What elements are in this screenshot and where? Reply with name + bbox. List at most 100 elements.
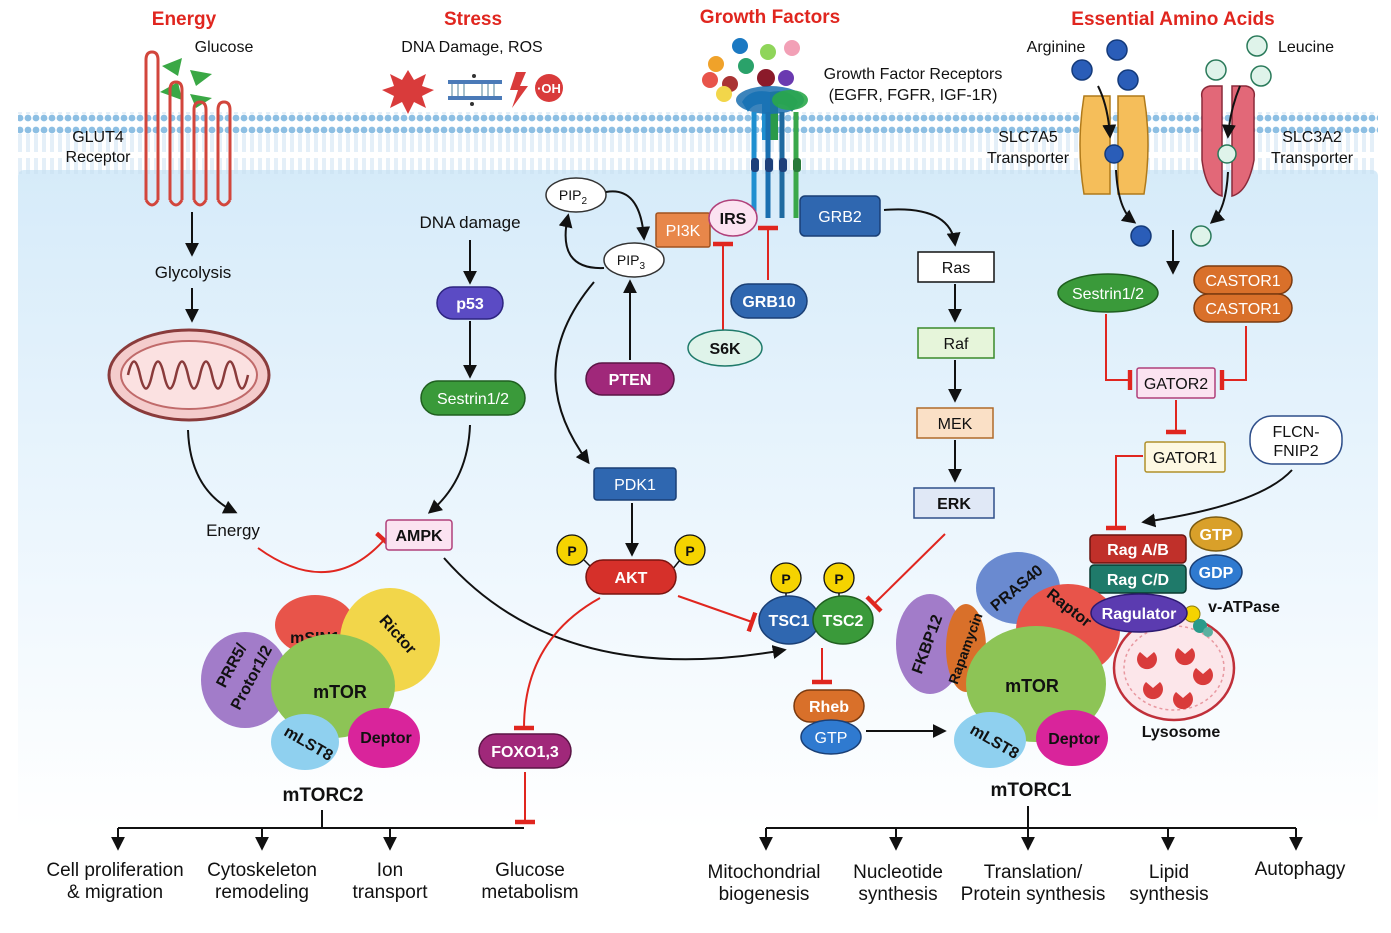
ampk-label: AMPK	[395, 528, 443, 545]
output-cell-proliferation-line2: & migration	[67, 882, 163, 903]
plasma-membrane	[18, 112, 1378, 174]
rag-gtp-node	[1189, 516, 1243, 552]
glut4-label-line1: GLUT4	[72, 129, 124, 146]
leucine-molecules-icon	[1205, 35, 1272, 87]
tsc2-node	[812, 595, 874, 645]
mtorc1-mtor-label: mTOR	[1005, 676, 1059, 696]
glycolysis-label: Glycolysis	[155, 263, 232, 282]
sestrin-right-node	[1057, 273, 1159, 313]
gator1-node	[1144, 441, 1226, 473]
slc7a5-label-line1: SLC7A5	[998, 129, 1058, 146]
slc3a2-label-line1: SLC3A2	[1282, 129, 1342, 146]
slc7a5-transporter-icon	[1079, 95, 1149, 195]
output-glucose-metabolism-line1: Glucose	[495, 860, 565, 881]
akt-phospho-right-label: P	[685, 543, 694, 559]
tsc2-label: TSC2	[823, 613, 864, 630]
grb2-label: GRB2	[818, 209, 862, 226]
mtorc1-fkbp12: FKBP12	[896, 594, 964, 694]
stress-burst-icon	[382, 70, 434, 114]
header-amino-acids: Essential Amino Acids	[1071, 9, 1274, 30]
tsc1-phospho-label: P	[781, 571, 790, 587]
output-autophagy-label: Autophagy	[1255, 859, 1346, 880]
leucine-label: Leucine	[1278, 39, 1334, 56]
rag-ab-label: Rag A/B	[1107, 542, 1169, 559]
sestrin-left-label: Sestrin1/2	[437, 391, 509, 408]
mtorc1-complex: PRAS40 Raptor FKBP12 Rapamycin mTOR mLST…	[896, 552, 1120, 801]
foxo-node	[478, 733, 572, 769]
foxo-label: FOXO1,3	[491, 744, 559, 761]
inhibit-akt-tsc	[677, 595, 758, 633]
output-mito-biogenesis-line2: biogenesis	[719, 884, 810, 905]
ras-label: Ras	[942, 260, 970, 277]
dna-ros-label: DNA Damage, ROS	[401, 39, 542, 56]
pdk1-node	[593, 467, 677, 501]
inhibit-gator1-rag	[1106, 455, 1143, 531]
dna-strand-icon	[448, 74, 502, 106]
sestrin-right-label: Sestrin1/2	[1072, 286, 1144, 303]
mitochondrion-icon	[107, 328, 271, 422]
raf-label: Raf	[944, 336, 969, 353]
pi3k-node	[655, 212, 711, 248]
akt-label: AKT	[615, 570, 648, 587]
arrow-grb2-ras	[883, 208, 961, 247]
inhibit-erk-tsc	[865, 533, 946, 613]
tsc2-phospho	[823, 562, 855, 594]
tsc1-label: TSC1	[769, 613, 810, 630]
akt-node	[585, 559, 677, 595]
gator1-label: GATOR1	[1153, 450, 1217, 467]
rag-gdp-node	[1189, 554, 1243, 590]
pip3-label: PIP3	[617, 252, 646, 272]
arrow-pip3-pdk1	[554, 281, 595, 465]
hydroxyl-radical-label: ·OH	[537, 81, 561, 96]
pten-label: PTEN	[609, 372, 652, 389]
arrow-mitochondrion-energy	[187, 429, 238, 514]
flcn-fnip2-node	[1249, 415, 1343, 465]
output-cell-proliferation-line1: Cell proliferation	[46, 860, 183, 881]
mtorc2-mlst8: mLST8	[271, 714, 339, 770]
leucine-inside-icon	[1190, 225, 1212, 247]
tsc2-phospho-label: P	[834, 571, 843, 587]
sestrin-left-node	[420, 380, 526, 416]
inhibit-castor-gator2	[1219, 326, 1247, 390]
gator2-node	[1136, 367, 1216, 399]
gfr-label-line2: (EGFR, FGFR, IGF-1R)	[829, 87, 998, 104]
mek-node	[916, 407, 994, 439]
gator2-label: GATOR2	[1144, 376, 1208, 393]
pip2-label: PIP2	[559, 187, 588, 207]
p53-node	[436, 286, 504, 320]
mtorc2-deptor: Deptor	[348, 708, 420, 768]
header-stress: Stress	[444, 9, 502, 30]
arrow-leucine-slc3a2	[1221, 85, 1241, 139]
arrow-sestrin-ampk	[427, 424, 471, 514]
ragulator-node	[1090, 593, 1188, 633]
glucose-molecules-icon	[160, 58, 212, 108]
glut4-label-line2: Receptor	[66, 149, 132, 166]
mtorc2-title: mTORC2	[283, 785, 364, 806]
lysosome-icon	[1112, 614, 1236, 722]
output-ion-transport-line1: Ion	[377, 860, 403, 881]
header-energy: Energy	[152, 9, 217, 30]
akt-phospho-left-label: P	[567, 543, 576, 559]
dna-damage-label: DNA damage	[419, 213, 520, 232]
tsc1-phospho	[770, 562, 802, 594]
castor-bottom-label: CASTOR1	[1205, 301, 1280, 318]
arrow-flcn-rag	[1141, 469, 1293, 528]
lightning-icon	[510, 72, 528, 108]
irs-node	[708, 199, 758, 237]
erk-node	[913, 487, 995, 519]
glucose-label: Glucose	[195, 39, 254, 56]
slc3a2-label-line2: Transporter	[1271, 150, 1354, 167]
rag-cd-node	[1089, 564, 1187, 594]
header-growth-factors: Growth Factors	[700, 7, 840, 28]
output-mito-biogenesis-line1: Mitochondrial	[708, 862, 821, 883]
output-translation-line1: Translation/	[984, 862, 1083, 883]
arginine-inside-icon	[1130, 225, 1152, 247]
inhibit-sestrin-gator2	[1105, 314, 1133, 390]
flcn-fnip2-line2: FNIP2	[1273, 443, 1318, 460]
output-nucleotide-line2: synthesis	[858, 884, 937, 905]
pdk1-label: PDK1	[614, 477, 656, 494]
glut4-receptor-icon	[144, 50, 232, 207]
s6k-node	[687, 329, 763, 367]
s6k-label: S6K	[709, 341, 741, 358]
pten-node	[585, 362, 675, 396]
